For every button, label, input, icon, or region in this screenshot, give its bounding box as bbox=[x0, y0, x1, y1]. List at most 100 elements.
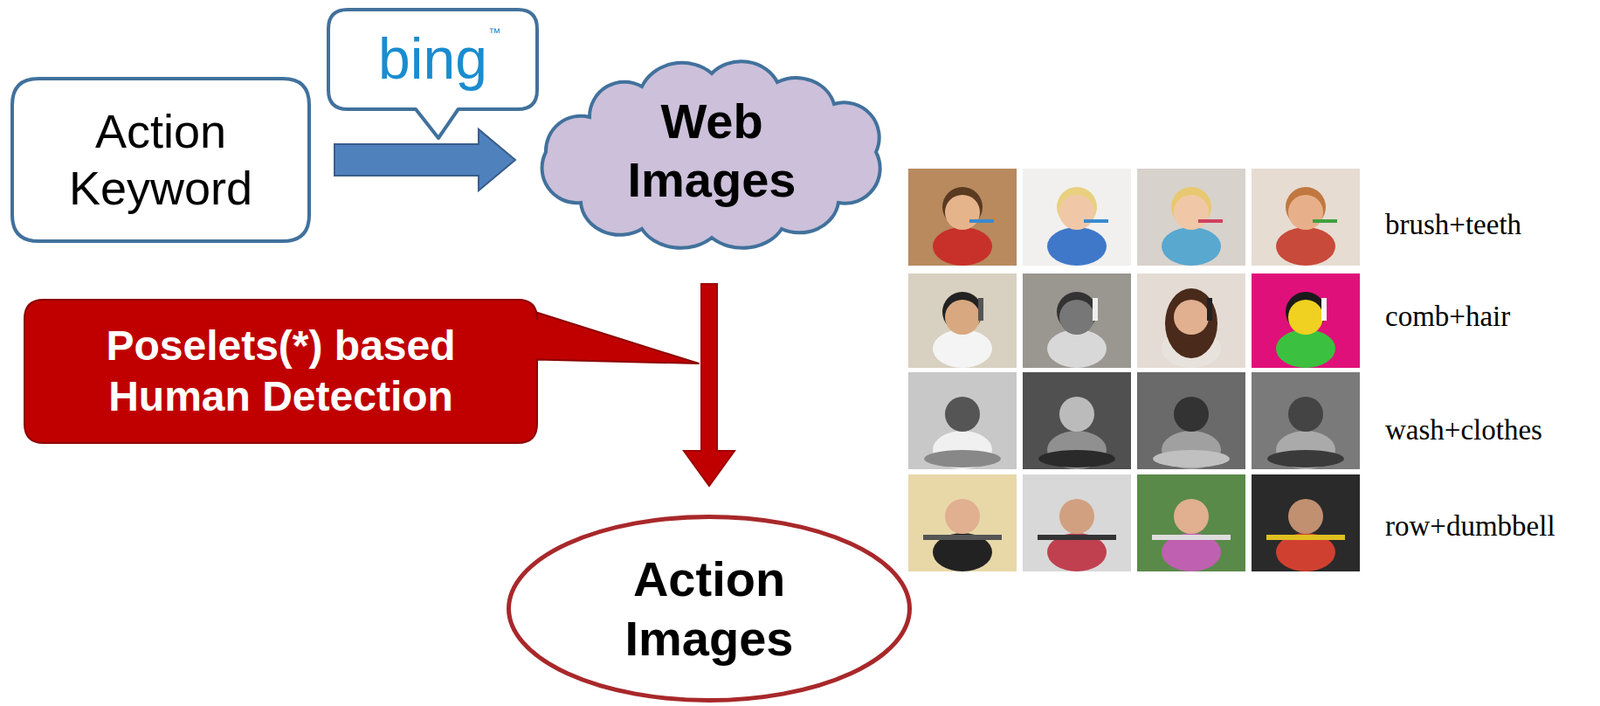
cloud-frame bbox=[542, 61, 881, 249]
shape-fill bbox=[328, 9, 538, 138]
photo bbox=[1137, 168, 1246, 266]
cloud-shape: Web Images bbox=[537, 55, 887, 245]
photo bbox=[1022, 372, 1132, 469]
photo-bg bbox=[1137, 372, 1246, 469]
photo bbox=[1251, 372, 1360, 469]
toothbrush bbox=[1312, 219, 1338, 223]
text-group: bing bbox=[378, 24, 488, 94]
figure-head bbox=[1288, 299, 1324, 335]
figure-head bbox=[1173, 299, 1209, 335]
action-label: wash+clothes bbox=[1385, 413, 1543, 447]
terminal-ellipse: Action Images bbox=[506, 514, 912, 703]
node-text: ™ bbox=[488, 25, 501, 41]
photo bbox=[1137, 372, 1246, 469]
figure-body bbox=[1275, 329, 1336, 368]
photo-bg bbox=[908, 372, 1017, 469]
shape-outline bbox=[537, 55, 887, 245]
figure-head bbox=[944, 498, 980, 534]
figure-body bbox=[1161, 227, 1221, 266]
photo bbox=[1251, 474, 1360, 572]
photo bbox=[1022, 168, 1132, 266]
figure-body bbox=[932, 329, 993, 368]
photo bbox=[1022, 273, 1132, 368]
node-text: Poselets(*) based Human Detection bbox=[71, 320, 491, 421]
shape-outline bbox=[506, 514, 912, 703]
figure-head bbox=[1173, 396, 1209, 432]
photo bbox=[1137, 273, 1246, 368]
comb bbox=[1321, 297, 1327, 321]
figure-head bbox=[944, 299, 980, 335]
wash-tub bbox=[1038, 449, 1116, 468]
action-label: comb+hair bbox=[1385, 300, 1511, 333]
figure-head bbox=[1173, 498, 1209, 534]
text-group: Web Images bbox=[598, 91, 826, 209]
node-text: Action Keyword bbox=[42, 103, 279, 217]
shape-fill bbox=[24, 299, 699, 443]
dumbbell bbox=[1151, 534, 1231, 540]
figure-hair bbox=[1165, 288, 1218, 359]
shape-fill bbox=[12, 78, 310, 242]
photo-bg bbox=[1137, 168, 1246, 266]
dumbbell bbox=[1037, 534, 1117, 540]
photo bbox=[1251, 273, 1360, 368]
photo-bg bbox=[1251, 372, 1360, 469]
figure-head bbox=[1059, 498, 1095, 534]
block-arrow bbox=[334, 129, 516, 191]
text-group: Action Images bbox=[586, 549, 832, 667]
photo-bg bbox=[1137, 273, 1246, 368]
wash-tub bbox=[924, 449, 1001, 468]
node-text: bing bbox=[378, 24, 488, 94]
comb bbox=[978, 297, 984, 321]
photo-bg bbox=[1022, 474, 1132, 572]
photo bbox=[908, 273, 1017, 368]
text-group: Action Keyword bbox=[42, 103, 279, 217]
node-text: Web Images bbox=[598, 91, 826, 209]
photo-bg bbox=[1137, 474, 1246, 572]
photo bbox=[908, 372, 1017, 469]
figure-head bbox=[1173, 194, 1209, 230]
figure-body bbox=[932, 227, 993, 266]
block-arrow bbox=[683, 283, 735, 486]
shape-outline bbox=[10, 76, 311, 243]
wash-tub bbox=[1267, 449, 1345, 468]
photo-bg bbox=[908, 273, 1017, 368]
photo bbox=[908, 168, 1017, 266]
toothbrush bbox=[969, 219, 994, 223]
callout-box: Poselets(*) based Human Detection bbox=[22, 297, 539, 445]
figure-body bbox=[1275, 227, 1336, 266]
figure-head bbox=[1288, 396, 1324, 432]
figure-body bbox=[1047, 227, 1107, 266]
wash-tub bbox=[1152, 449, 1230, 468]
figure-head bbox=[944, 194, 980, 230]
toothbrush bbox=[1198, 219, 1223, 223]
photo bbox=[1022, 474, 1132, 572]
figure-head bbox=[1288, 498, 1324, 534]
comb bbox=[1092, 297, 1098, 321]
photo-bg bbox=[1022, 372, 1132, 469]
shape-fill bbox=[509, 517, 911, 701]
photo bbox=[908, 474, 1017, 572]
photo-bg bbox=[908, 474, 1017, 572]
dumbbell bbox=[1266, 534, 1345, 540]
text-group: Poselets(*) based Human Detection bbox=[71, 320, 491, 421]
photo-bg bbox=[1251, 474, 1360, 572]
photo bbox=[1137, 474, 1246, 572]
dumbbell bbox=[923, 534, 1002, 540]
figure-head bbox=[1059, 194, 1095, 230]
figure-head bbox=[944, 396, 980, 432]
figure-head bbox=[1059, 396, 1095, 432]
shape-outline bbox=[22, 297, 539, 445]
figure-head bbox=[1288, 194, 1324, 230]
photo-bg bbox=[1022, 168, 1132, 266]
process-box: Action Keyword bbox=[10, 76, 311, 243]
node-text: Action Images bbox=[586, 549, 832, 667]
figure-head bbox=[1059, 299, 1095, 335]
action-label: brush+teeth bbox=[1385, 208, 1522, 242]
photo-bg bbox=[1022, 273, 1132, 368]
comb bbox=[1206, 297, 1213, 321]
photo-bg bbox=[1251, 168, 1360, 266]
toothbrush bbox=[1083, 219, 1109, 223]
photo-bg bbox=[908, 168, 1017, 266]
figure-body bbox=[1047, 329, 1107, 368]
